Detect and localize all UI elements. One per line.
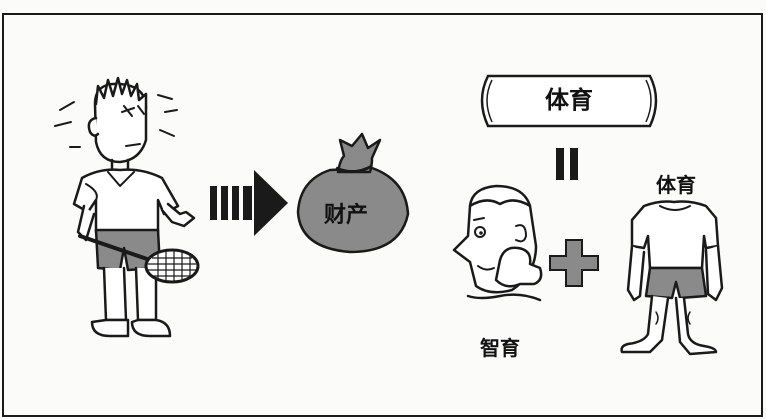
player-right-arm <box>160 202 196 228</box>
player-left-leg <box>102 266 128 322</box>
body-right-leg <box>674 296 718 356</box>
body-shorts <box>644 266 708 300</box>
body-left-leg <box>620 294 670 354</box>
racket-handle <box>78 234 152 262</box>
player-left-shoe <box>90 318 130 338</box>
player-right-shoe <box>130 318 172 338</box>
body-left-arm <box>626 244 646 302</box>
frame-border <box>2 13 763 417</box>
thinking-hand <box>494 246 543 288</box>
headless-body-figure <box>620 200 724 356</box>
tennis-racket <box>144 248 200 284</box>
thinking-head-figure <box>452 184 543 302</box>
sports-banner <box>480 74 658 128</box>
plus-sign <box>549 239 599 287</box>
money-bag-top <box>336 132 382 174</box>
player-ear <box>87 116 100 137</box>
money-bag <box>296 132 410 254</box>
sports-banner-label: 体育 <box>545 86 593 114</box>
dashed-right-arrow <box>210 170 288 236</box>
wealth-label: 财产 <box>324 203 368 228</box>
sports-body-label: 体育 <box>656 173 696 197</box>
intellect-label: 智育 <box>480 336 520 360</box>
equals-sign <box>556 148 578 180</box>
body-shirt <box>630 200 720 270</box>
tennis-player-figure <box>54 76 196 338</box>
money-bag-body <box>296 166 410 254</box>
player-hair <box>94 76 148 110</box>
sweat-lines <box>54 94 178 148</box>
body-right-arm <box>704 244 724 302</box>
